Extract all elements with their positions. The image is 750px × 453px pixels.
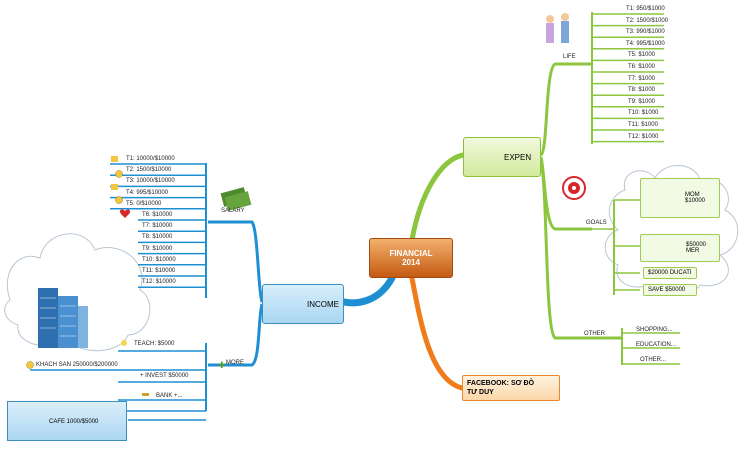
branch-expen bbox=[409, 152, 466, 243]
life-label[interactable]: LIFE bbox=[563, 54, 576, 60]
life-item[interactable]: T9: $1000 bbox=[628, 98, 656, 105]
salary-item[interactable]: T6: $10000 bbox=[142, 212, 173, 218]
expen-label: EXPEN bbox=[504, 152, 532, 162]
life-item[interactable]: T3: 990/$1000 bbox=[626, 29, 665, 36]
life-item[interactable]: T11: $1000 bbox=[628, 122, 658, 128]
goal-save-label: SAVE $50000 bbox=[648, 287, 686, 293]
smile-icon bbox=[115, 170, 123, 178]
svg-text:✚: ✚ bbox=[218, 360, 226, 370]
plus-icon: ✚ bbox=[218, 360, 226, 370]
thumbs-up-icon bbox=[111, 184, 118, 190]
goal-mer-label: $50000 MER bbox=[686, 242, 707, 254]
life-item[interactable]: T1: 950/$1000 bbox=[626, 6, 665, 12]
facebook-line1: FACEBOOK: SƠ ĐỒ bbox=[467, 380, 535, 387]
more-label[interactable]: MORE bbox=[226, 360, 244, 366]
branch-income bbox=[340, 274, 396, 307]
salary-item[interactable]: T12: $10000 bbox=[142, 279, 176, 286]
smile-icon bbox=[26, 361, 34, 369]
goal-mom[interactable]: MOM $10000 bbox=[640, 178, 720, 218]
invest-item[interactable]: + INVEST $50000 bbox=[140, 373, 189, 379]
key-icon bbox=[142, 393, 149, 396]
bank-item[interactable]: BANK +... bbox=[156, 393, 183, 399]
life-item[interactable]: T5: $1000 bbox=[628, 52, 656, 59]
cafe-item[interactable]: CAFE 1000/$5000 bbox=[7, 401, 127, 441]
life-item[interactable]: T10: $1000 bbox=[628, 110, 659, 117]
goal-mom-label: MOM $10000 bbox=[685, 192, 706, 204]
goal-mer[interactable]: $50000 MER bbox=[640, 234, 720, 262]
teach-item[interactable]: TEACH: $5000 bbox=[134, 341, 175, 347]
income-topic[interactable]: INCOME bbox=[262, 284, 344, 324]
central-title-line1: FINANCIAL bbox=[389, 249, 433, 258]
heart-icon bbox=[119, 209, 131, 218]
salary-item[interactable]: T8: $10000 bbox=[142, 234, 173, 241]
salary-item[interactable]: T10: $10000 bbox=[142, 256, 176, 263]
salary-item[interactable]: T3: 10000/$10000 bbox=[126, 178, 175, 185]
facebook-topic[interactable]: FACEBOOK: SƠ ĐỒ TƯ DUY bbox=[462, 375, 560, 401]
goal-ducati-label: $20000 DUCATI bbox=[648, 270, 692, 276]
central-topic[interactable]: FINANCIAL 2014 bbox=[369, 238, 453, 278]
life-item[interactable]: T8: $1000 bbox=[628, 87, 656, 94]
facebook-line2: TƯ DUY bbox=[467, 389, 494, 396]
khach-san-item[interactable]: KHACH SAN 250000/$200000 bbox=[36, 362, 118, 368]
lightbulb-icon bbox=[121, 340, 127, 346]
other-item-other[interactable]: OTHER... bbox=[640, 357, 667, 363]
buildings-icon bbox=[38, 288, 88, 348]
expen-topic[interactable]: EXPEN bbox=[463, 137, 541, 177]
smile-icon bbox=[115, 196, 123, 204]
salary-item[interactable]: T4: 995/$10000 bbox=[126, 189, 169, 196]
life-item[interactable]: T12: $1000 bbox=[628, 133, 659, 140]
other-item-shopping[interactable]: SHOPPING... bbox=[636, 327, 673, 333]
other-label[interactable]: OTHER bbox=[584, 331, 605, 337]
branch-facebook bbox=[409, 275, 465, 391]
life-item[interactable]: T6: $1000 bbox=[628, 64, 656, 70]
status-icons: ✚ bbox=[26, 156, 226, 412]
cafe-label: CAFE 1000/$5000 bbox=[49, 419, 99, 425]
target-icon bbox=[562, 176, 586, 200]
cash-icon bbox=[220, 187, 252, 211]
salary-item[interactable]: T1: 10000/$10000 bbox=[126, 156, 175, 162]
salary-item[interactable]: T11: $10000 bbox=[142, 268, 176, 274]
life-item[interactable]: T2: 1500/$1000 bbox=[626, 17, 669, 24]
thumbs-up-icon bbox=[111, 156, 118, 162]
goals-label[interactable]: GOALS bbox=[586, 220, 607, 226]
life-item[interactable]: T4: 995/$1000 bbox=[626, 40, 665, 47]
life-item[interactable]: T7: $1000 bbox=[628, 75, 656, 82]
salary-item[interactable]: T7: $10000 bbox=[142, 223, 173, 230]
salary-label[interactable]: SALARY bbox=[221, 208, 245, 214]
salary-item[interactable]: T5: 0/$10000 bbox=[126, 200, 162, 207]
goal-save[interactable]: SAVE $50000 bbox=[643, 284, 697, 296]
goal-ducati[interactable]: $20000 DUCATI bbox=[643, 267, 697, 279]
central-title-line2: 2014 bbox=[402, 258, 420, 267]
salary-item[interactable]: T9: $10000 bbox=[142, 245, 173, 252]
family-icon bbox=[546, 13, 569, 43]
income-label: INCOME bbox=[307, 299, 339, 309]
salary-item[interactable]: T2: 1500/$10000 bbox=[126, 167, 172, 174]
other-item-education[interactable]: EDUCATION... bbox=[636, 342, 676, 348]
